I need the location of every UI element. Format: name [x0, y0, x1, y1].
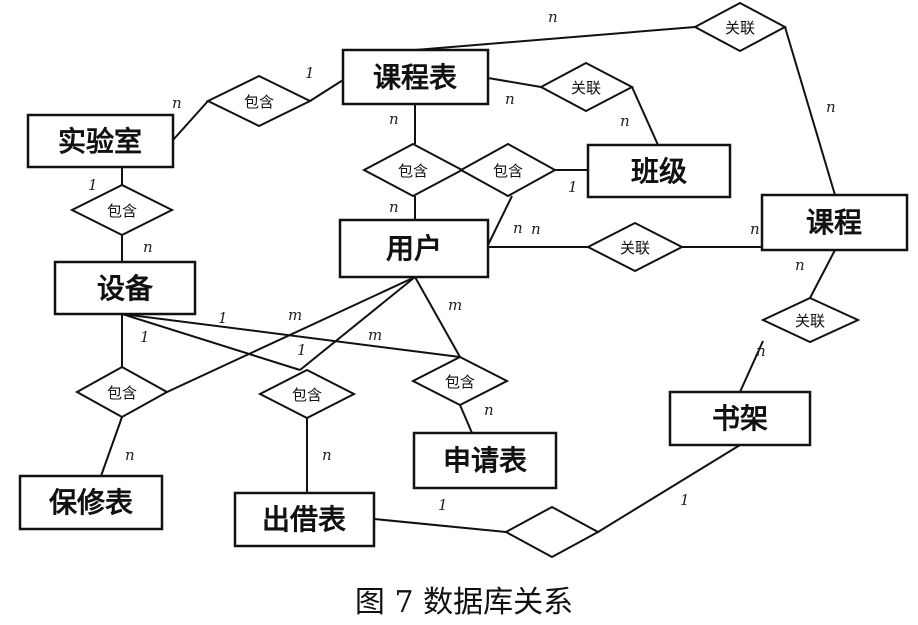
- card-1-chujiebiao-right: 1: [438, 496, 448, 514]
- rel-unlabeled-chujiebiao-shujia: [503, 505, 601, 559]
- card-n-yonghu-right-1: n: [513, 219, 523, 237]
- entity-kecheng-label: 课程: [806, 206, 862, 239]
- card-n-kecheng-bottom: n: [795, 256, 805, 274]
- entity-shebei: 设备: [53, 260, 197, 316]
- entity-shenqingbiao-label: 申请表: [443, 444, 527, 477]
- rel-baohan-shenqingbiao-label: 包含: [445, 373, 475, 391]
- rel-baohan-banji-yonghu: 包含: [458, 142, 558, 198]
- edge-guanlian-top-kecheng: [784, 26, 836, 196]
- edge-baohan-bottom-left-baoxiubiao: [100, 416, 123, 477]
- edge-yonghu-baohan-bottom-center: [299, 276, 416, 371]
- card-n-banji-top: n: [620, 112, 630, 130]
- figure-caption: 图 7 数据库关系: [355, 585, 573, 620]
- entity-chujiebiao: 出借表: [233, 491, 376, 548]
- rel-guanlian-yonghu-kecheng-label: 关联: [620, 239, 650, 257]
- entity-banji-label: 班级: [631, 155, 687, 188]
- card-n-kecheng-top: n: [826, 98, 836, 116]
- rel-baohan-shiyanshi-shebei-label: 包含: [107, 202, 137, 220]
- rel-guanlian-banji-label: 关联: [571, 79, 601, 97]
- edge-baohan-kechengbiao: [309, 79, 344, 102]
- card-1-shebei-right: 1: [218, 309, 228, 327]
- edge-kechengbiao-guanlian-banji: [487, 77, 542, 88]
- rel-baohan-shebei-baoxiubiao: 包含: [74, 365, 170, 419]
- card-n-baoxiubiao-top: n: [125, 446, 135, 464]
- edge-baohan-shenqing-shenqingbiao: [459, 404, 473, 434]
- entity-kechengbiao-label: 课程表: [373, 61, 457, 94]
- card-n-chujiebiao-top: n: [322, 446, 332, 464]
- entity-baoxiubiao: 保修表: [18, 474, 164, 531]
- card-n-yonghu-top: n: [389, 198, 399, 216]
- card-n-kecheng-left: n: [750, 220, 760, 238]
- rel-baohan-shiyanshi-kechengbiao: 包含: [205, 74, 313, 128]
- edge-guanlian-right-shujia: [739, 340, 764, 393]
- edge-yonghu-baohan-shenqing: [414, 276, 461, 358]
- card-1-shujia-bottom: 1: [680, 491, 690, 509]
- entity-yonghu-label: 用户: [386, 232, 442, 265]
- entity-shujia: 书架: [668, 390, 812, 447]
- entity-shenqingbiao: 申请表: [412, 431, 558, 490]
- rel-baohan-banji-yonghu-label: 包含: [493, 162, 523, 180]
- edge-shiyanshi-baohan: [172, 100, 209, 141]
- entity-shujia-label: 书架: [712, 402, 768, 435]
- entity-shiyanshi: 实验室: [26, 113, 175, 169]
- card-1-kechengbiao-left: 1: [305, 64, 315, 82]
- rel-baohan-kechengbiao-yonghu: 包含: [361, 142, 465, 198]
- rel-guanlian-top-label: 关联: [725, 19, 755, 37]
- edge-guanlian-banji-banji: [631, 86, 659, 146]
- card-1-banji-left: 1: [568, 178, 578, 196]
- entity-banji: 班级: [586, 143, 732, 199]
- entity-kecheng: 课程: [760, 193, 909, 252]
- entity-yonghu: 用户: [338, 218, 490, 279]
- rel-baohan-kechengbiao-yonghu-label: 包含: [398, 162, 428, 180]
- card-1-shebei-center: 1: [297, 341, 307, 359]
- rel-guanlian-banji: 关联: [538, 61, 635, 113]
- edge-yonghu-baohan-bottom-left: [166, 276, 416, 393]
- card-n-shenqingbiao-top: n: [484, 401, 494, 419]
- entity-kechengbiao: 课程表: [341, 48, 490, 106]
- edge-baohan-banji-yonghu: [487, 195, 513, 246]
- edge-shebei-baohan-bottom-center: [121, 313, 301, 371]
- entity-baoxiubiao-label: 保修表: [49, 486, 133, 519]
- edge-kecheng-guanlian-right: [809, 249, 836, 299]
- rel-baohan-chujiebiao-label: 包含: [292, 386, 322, 404]
- card-m-yonghu-center: m: [368, 326, 382, 344]
- card-1-shebei-bottom: 1: [140, 328, 150, 346]
- card-n-yonghu-right-2: n: [531, 220, 541, 238]
- card-n-shujia-top: n: [756, 342, 766, 360]
- rel-baohan-shiyanshi-shebei: 包含: [69, 183, 175, 237]
- card-n-shiyanshi-right: n: [172, 94, 182, 112]
- rel-guanlian-top: 关联: [692, 1, 788, 53]
- card-m-yonghu-right: m: [448, 296, 462, 314]
- rel-baohan-shiyanshi-kechengbiao-label: 包含: [244, 93, 274, 111]
- entity-shebei-label: 设备: [97, 272, 154, 305]
- rel-guanlian-yonghu-kecheng: 关联: [585, 221, 685, 273]
- edge-diamond-bottom-shujia: [597, 444, 741, 533]
- card-n-kechengbiao-right: n: [505, 90, 515, 108]
- card-n-kechengbiao-top: n: [548, 8, 558, 26]
- card-1-shiyanshi-bottom: 1: [88, 176, 98, 194]
- card-m-yonghu-left: m: [288, 306, 302, 324]
- rel-guanlian-kecheng-shujia: 关联: [760, 296, 861, 344]
- edge-chujiebiao-diamond-bottom: [373, 518, 507, 533]
- entity-shiyanshi-label: 实验室: [58, 125, 142, 158]
- rel-baohan-shebei-baoxiubiao-label: 包含: [107, 384, 137, 402]
- cardinality-labels: n n 1 n n n n 1 n 1 n n n n n n 1 m 1 1 …: [88, 8, 836, 514]
- card-n-shebei-top: n: [143, 238, 153, 256]
- edges: [100, 26, 836, 533]
- card-n-kechengbiao-bottom: n: [389, 110, 399, 128]
- rel-baohan-shenqingbiao: 包含: [410, 355, 510, 407]
- rel-baohan-chujiebiao: 包含: [257, 368, 357, 420]
- entity-chujiebiao-label: 出借表: [262, 503, 346, 536]
- edge-kechengbiao-guanlian-top: [414, 26, 696, 51]
- rel-guanlian-kecheng-shujia-label: 关联: [795, 312, 825, 330]
